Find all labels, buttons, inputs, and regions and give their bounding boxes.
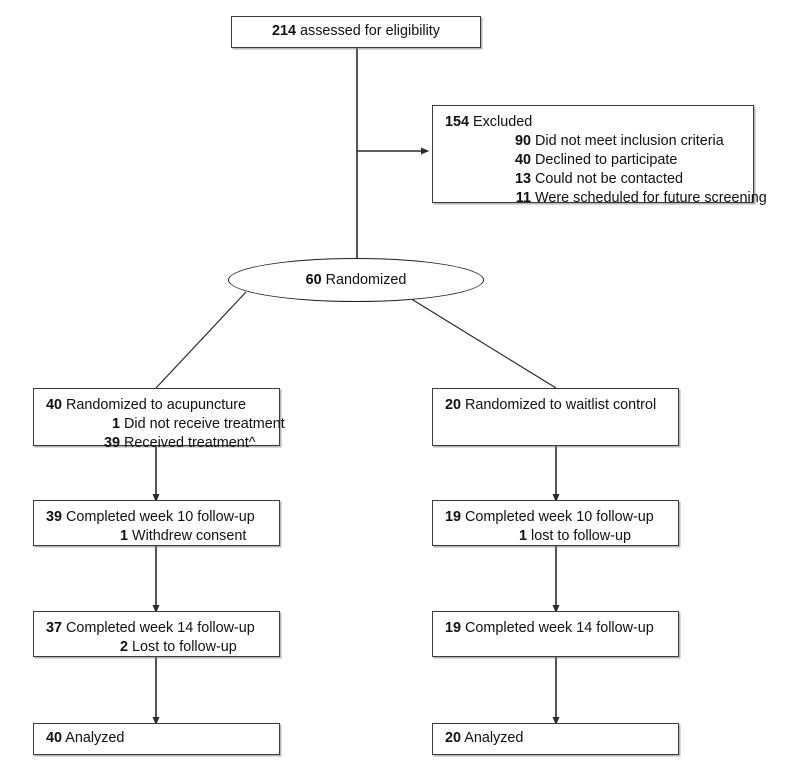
excluded-reason: 13 Could not be contacted: [445, 170, 743, 189]
node-right-week14: 19 Completed week 14 follow-up: [432, 611, 679, 657]
left-allocation-sub: 1 Did not receive treatment: [46, 415, 285, 434]
excluded-reason: 11 Were scheduled for future screening: [445, 189, 767, 208]
right-week14-line: 19 Completed week 14 follow-up: [445, 619, 668, 638]
right-allocation-label: Randomized to waitlist control: [465, 397, 657, 413]
right-week10-sub: 1 lost to follow-up: [445, 527, 668, 546]
node-right-week10: 19 Completed week 10 follow-up 1 lost to…: [432, 500, 679, 546]
node-assessed-for-eligibility: 214 assessed for eligibility: [231, 16, 481, 48]
right-analyzed-label: Analyzed: [464, 730, 524, 746]
left-week14-line: 37 Completed week 14 follow-up: [46, 619, 269, 638]
left-week10-sub-label: Withdrew consent: [132, 528, 247, 544]
excluded-reason-label: Declined to participate: [535, 152, 678, 168]
left-week14-count: 37: [46, 620, 63, 636]
left-week14-sub-count: 2: [119, 639, 128, 655]
excluded-reason-label: Were scheduled for future screening: [535, 190, 767, 206]
node-right-analyzed: 20 Analyzed: [432, 723, 679, 755]
excluded-reason-label: Did not meet inclusion criteria: [535, 133, 724, 149]
left-week10-line: 39 Completed week 10 follow-up: [46, 508, 269, 527]
excluded-reason-count: 11: [515, 190, 531, 206]
excluded-reason: 40 Declined to participate: [445, 151, 743, 170]
left-allocation-sub-label: Received treatment^: [124, 435, 256, 451]
node-left-week10: 39 Completed week 10 follow-up 1 Withdre…: [33, 500, 280, 546]
excluded-reason-count: 13: [514, 171, 531, 187]
excluded-reason-count: 40: [514, 152, 531, 168]
left-week14-sub: 2 Lost to follow-up: [46, 638, 269, 657]
assessed-label: assessed for eligibility: [300, 23, 440, 39]
left-allocation-count: 40: [46, 397, 63, 413]
excluded-reason-label: Could not be contacted: [535, 171, 684, 187]
randomized-label: Randomized: [325, 271, 407, 288]
right-week10-sub-label: lost to follow-up: [531, 528, 631, 544]
left-analyzed-line: 40 Analyzed: [46, 729, 269, 748]
right-week10-line: 19 Completed week 10 follow-up: [445, 508, 668, 527]
node-left-analyzed: 40 Analyzed: [33, 723, 280, 755]
assessed-line: 214 assessed for eligibility: [242, 22, 470, 41]
node-right-allocation: 20 Randomized to waitlist control: [432, 388, 679, 446]
left-week10-sub-count: 1: [119, 528, 128, 544]
node-left-week14: 37 Completed week 14 follow-up 2 Lost to…: [33, 611, 280, 657]
left-week14-label: Completed week 14 follow-up: [66, 620, 255, 636]
right-allocation-count: 20: [445, 397, 462, 413]
excluded-count: 154: [445, 114, 470, 130]
left-allocation-line: 40 Randomized to acupuncture: [46, 396, 269, 415]
left-analyzed-label: Analyzed: [65, 730, 125, 746]
node-left-allocation: 40 Randomized to acupuncture 1 Did not r…: [33, 388, 285, 451]
right-week10-sub-count: 1: [518, 528, 527, 544]
right-analyzed-line: 20 Analyzed: [445, 729, 668, 748]
excluded-reason-count: 90: [514, 133, 531, 149]
randomized-line: 60 Randomized: [306, 271, 407, 290]
excluded-line: 154 Excluded: [445, 113, 743, 132]
left-week10-count: 39: [46, 509, 63, 525]
node-excluded: 154 Excluded 90 Did not meet inclusion c…: [432, 105, 767, 206]
connector-randomized-to-left: [155, 291, 247, 389]
left-week14-sub-label: Lost to follow-up: [132, 639, 237, 655]
excluded-reason: 90 Did not meet inclusion criteria: [445, 132, 743, 151]
left-week10-label: Completed week 10 follow-up: [66, 509, 255, 525]
connector-randomized-to-right: [399, 291, 557, 389]
right-allocation-line: 20 Randomized to waitlist control: [445, 396, 668, 415]
excluded-label: Excluded: [473, 114, 533, 130]
left-allocation-sub: 39 Received treatment^: [46, 434, 269, 453]
right-week10-label: Completed week 10 follow-up: [465, 509, 654, 525]
node-randomized: 60 Randomized: [228, 258, 484, 302]
left-allocation-sub-label: Did not receive treatment: [124, 416, 285, 432]
left-allocation-label: Randomized to acupuncture: [66, 397, 247, 413]
left-allocation-sub-count: 39: [103, 435, 120, 451]
right-week10-count: 19: [445, 509, 462, 525]
left-allocation-sub-count: 1: [111, 416, 120, 432]
right-week14-count: 19: [445, 620, 462, 636]
left-analyzed-count: 40: [46, 730, 63, 746]
assessed-count: 214: [272, 23, 297, 39]
right-week14-label: Completed week 14 follow-up: [465, 620, 654, 636]
randomized-count: 60: [305, 271, 322, 288]
right-analyzed-count: 20: [445, 730, 462, 746]
left-week10-sub: 1 Withdrew consent: [46, 527, 269, 546]
